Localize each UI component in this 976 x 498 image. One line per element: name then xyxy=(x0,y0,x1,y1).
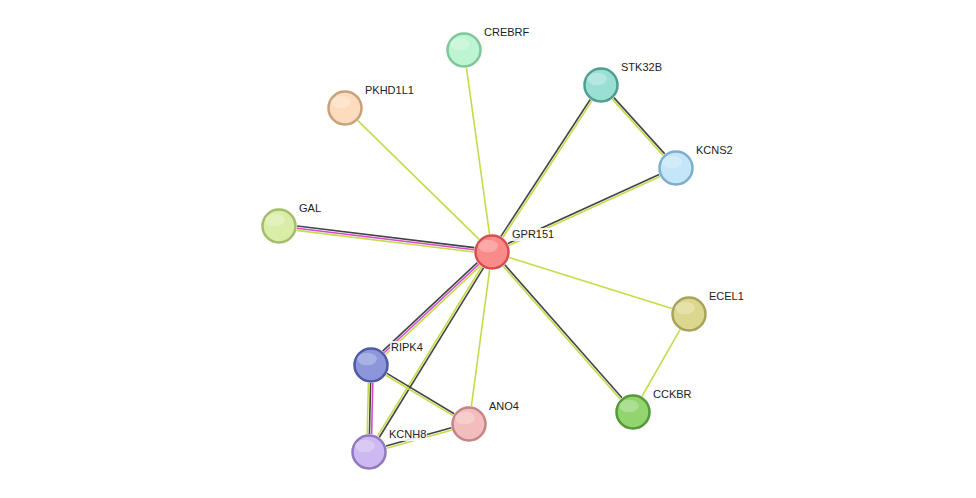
node-label: ECEL1 xyxy=(708,290,745,303)
protein-node: GPR151 xyxy=(474,234,510,270)
interaction-edge xyxy=(501,99,592,237)
protein-node: CCKBR xyxy=(615,394,651,430)
interaction-edge xyxy=(503,265,622,399)
node-label: KCNS2 xyxy=(695,144,734,157)
protein-node: PKHD1L1 xyxy=(327,90,363,126)
node-circle xyxy=(615,394,651,430)
node-circle xyxy=(671,296,707,332)
node-circle xyxy=(583,67,619,103)
node-circle xyxy=(261,208,297,244)
interaction-edge xyxy=(367,383,373,434)
interaction-edge xyxy=(297,226,475,252)
interaction-edge xyxy=(471,270,489,406)
interaction-edge xyxy=(508,174,660,245)
protein-node: KCNH8 xyxy=(351,434,387,470)
node-label: CCKBR xyxy=(652,388,693,401)
node-circle xyxy=(474,234,510,270)
node-label: CREBRF xyxy=(483,26,530,39)
node-label: GPR151 xyxy=(511,228,555,241)
protein-node: STK32B xyxy=(583,67,619,103)
protein-node: RIPK4 xyxy=(353,347,389,383)
interaction-edge xyxy=(386,428,452,448)
interaction-edge xyxy=(612,98,664,156)
node-circle xyxy=(353,347,389,383)
node-label: PKHD1L1 xyxy=(364,84,415,97)
node-label: STK32B xyxy=(620,61,663,74)
interaction-edge xyxy=(466,68,489,234)
node-circle xyxy=(446,32,482,68)
interaction-edge xyxy=(358,121,479,240)
interaction-edge xyxy=(642,330,680,397)
node-label: ANO4 xyxy=(488,400,520,413)
protein-node: CREBRF xyxy=(446,32,482,68)
interaction-edge xyxy=(383,263,481,355)
node-label: KCNH8 xyxy=(388,428,427,441)
node-label: RIPK4 xyxy=(390,341,424,354)
protein-node: ANO4 xyxy=(451,406,487,442)
interaction-edge xyxy=(386,373,454,415)
protein-node: GAL xyxy=(261,208,297,244)
node-label: GAL xyxy=(298,202,322,215)
node-circle xyxy=(451,406,487,442)
node-circle xyxy=(351,434,387,470)
node-circle xyxy=(658,150,694,186)
protein-node: KCNS2 xyxy=(658,150,694,186)
node-circle xyxy=(327,90,363,126)
protein-node: ECEL1 xyxy=(671,296,707,332)
